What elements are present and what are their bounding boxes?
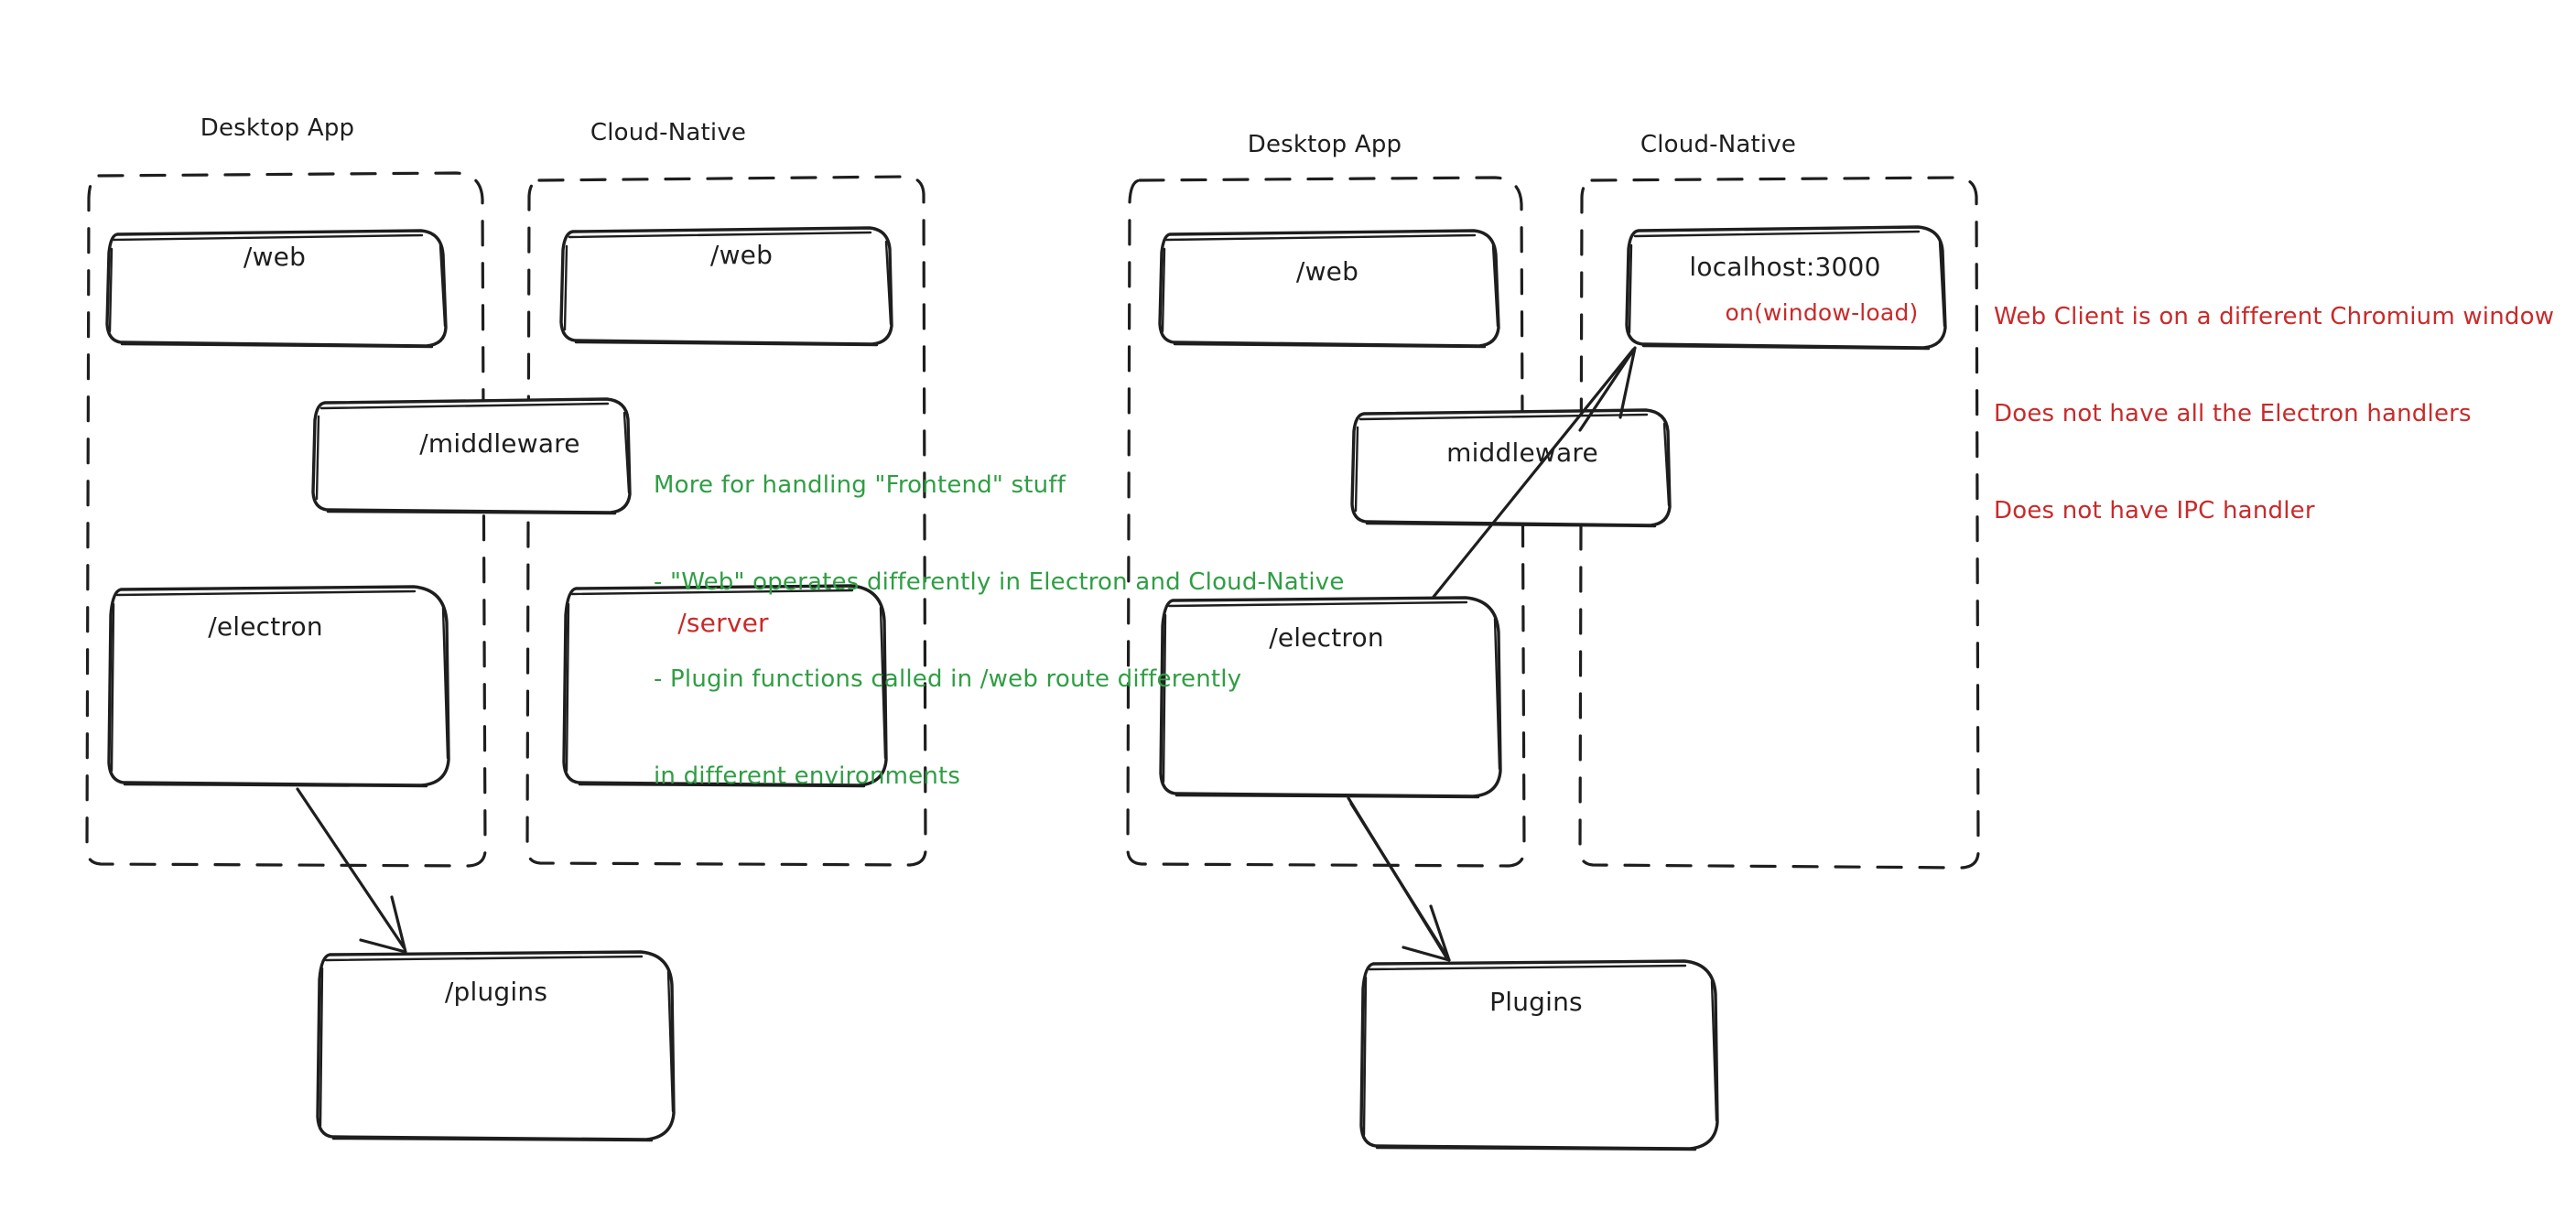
edge-right-electron-to-plugins — [1347, 796, 1451, 962]
node-right-localhost — [1625, 225, 1947, 351]
node-left-web-cloud — [559, 226, 893, 347]
node-left-web-desktop — [105, 229, 448, 349]
node-left-electron — [107, 585, 450, 788]
node-right-plugins — [1359, 959, 1719, 1151]
edge-left-electron-to-plugins — [296, 787, 407, 954]
node-left-server — [562, 584, 888, 788]
node-right-electron — [1159, 596, 1502, 799]
group-left-cloud — [525, 175, 927, 867]
edge-right-electron-to-localhost — [1432, 346, 1637, 599]
group-right-cloud — [1578, 176, 1980, 870]
node-right-web — [1158, 229, 1500, 349]
group-right-desktop — [1126, 176, 1526, 868]
node-left-middleware — [311, 397, 632, 515]
node-left-plugins — [316, 950, 676, 1142]
node-right-middleware — [1350, 408, 1672, 528]
group-left-desktop — [85, 171, 487, 868]
